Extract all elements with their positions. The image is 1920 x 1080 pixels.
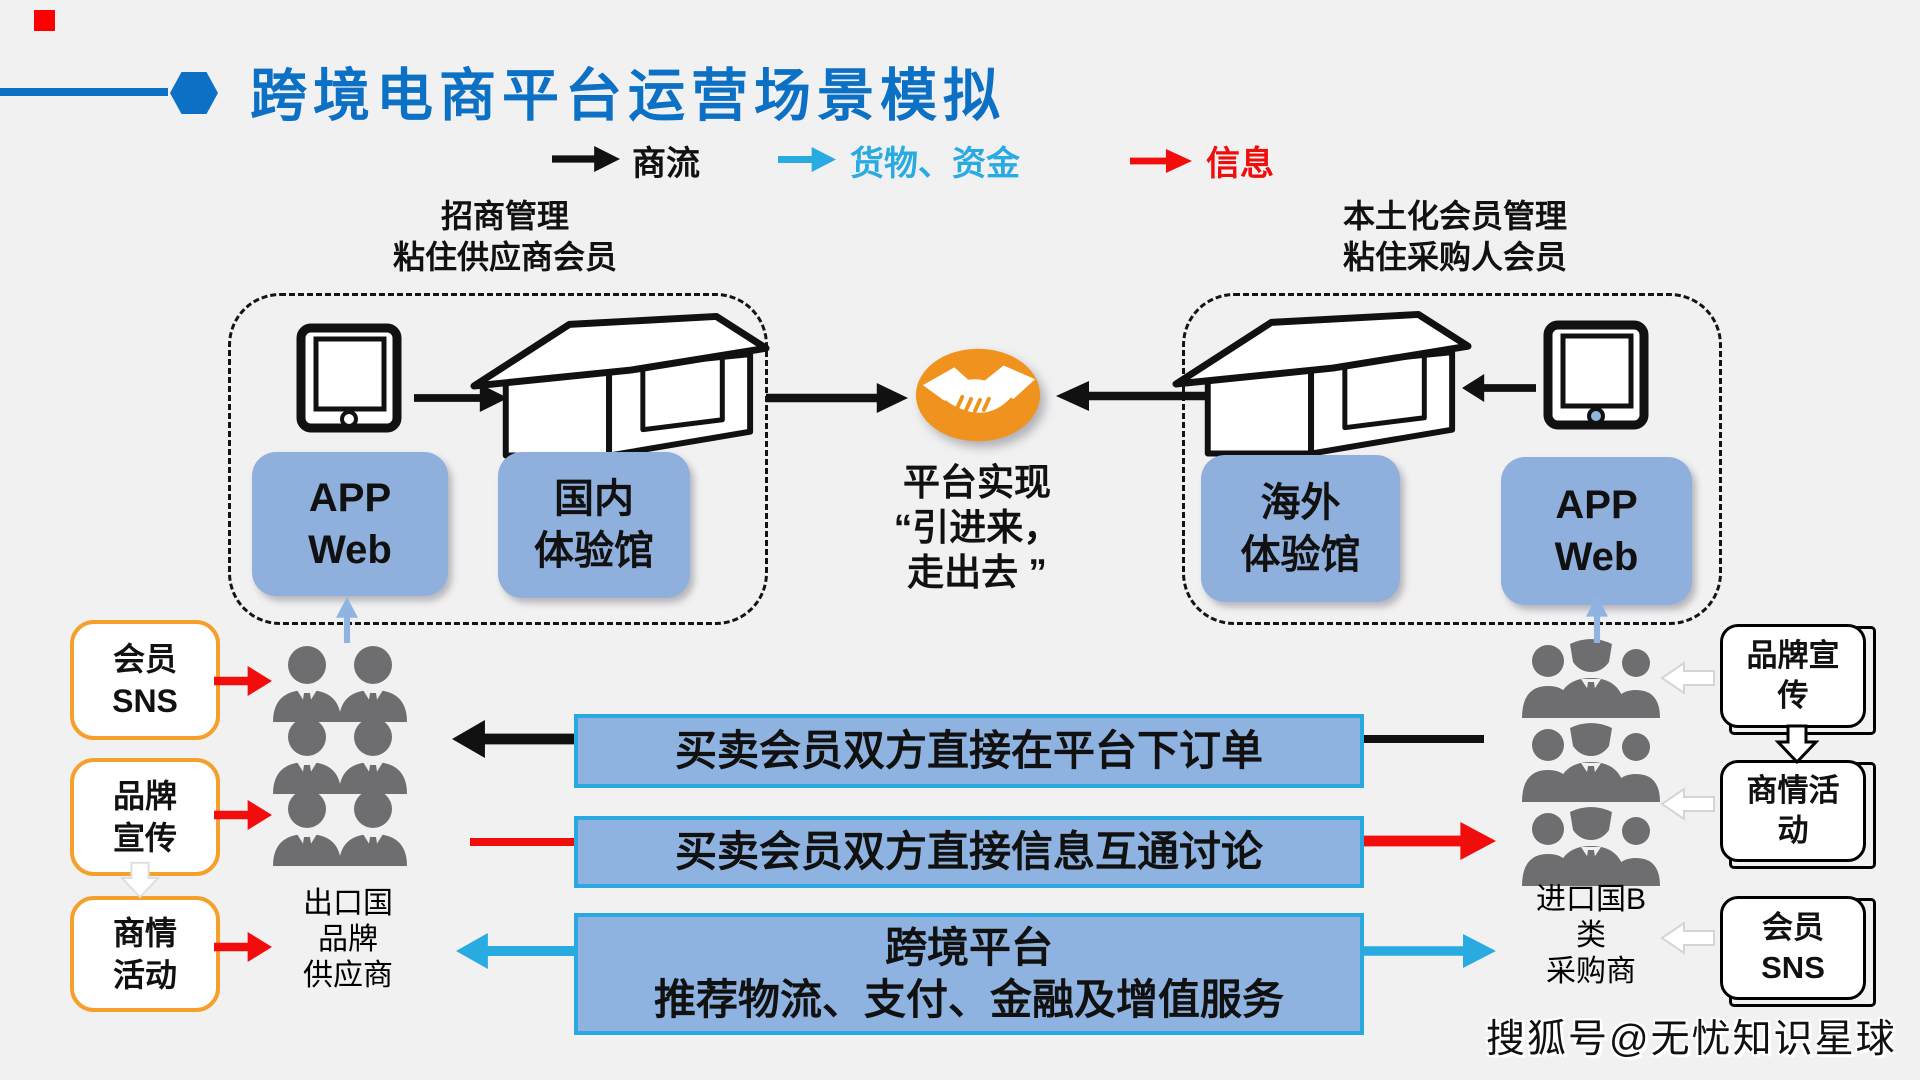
businessman-icon [339, 718, 407, 794]
brand-promo-right-line2: 传 [1777, 678, 1809, 713]
left-group-header: 招商管理 粘住供应商会员 [320, 196, 690, 278]
legend-goods-label: 货物、资金 [850, 145, 1020, 183]
businessman-icon [273, 646, 341, 722]
banner-communication: 买卖会员双方直接信息互通讨论 [574, 816, 1364, 888]
banner-communication-label: 买卖会员双方直接信息互通讨论 [674, 828, 1263, 875]
page-title: 跨境电商平台运营场景模拟 [250, 64, 1006, 128]
domestic-hall-line1: 国内 [554, 477, 634, 521]
platform-goal-line2: “引进来， [893, 507, 1061, 548]
right-group-header-line2: 粘住采购人会员 [1342, 239, 1567, 275]
brand-promo-left-line1: 品牌 [112, 778, 177, 814]
banner1-right-line [1364, 735, 1484, 743]
white-left-arrow-icon [1660, 661, 1715, 695]
left-crowd-label: 出口国 品牌 供应商 [278, 886, 418, 994]
people-group-icon [1522, 639, 1660, 718]
right-crowd-line1: 进口国B [1535, 883, 1646, 916]
businessman-icon [273, 718, 341, 794]
left-to-handshake-arrow-icon [766, 383, 908, 413]
member-sns-left-line2: SNS [112, 683, 178, 719]
title-rule-line [0, 88, 168, 96]
right-crowd-label: 进口国B 类 采购商 [1516, 882, 1666, 990]
white-down-arrow-icon [119, 861, 161, 899]
banner-orders-label: 买卖会员双方直接在平台下订单 [674, 727, 1263, 774]
white-left-arrow-icon [1660, 921, 1715, 955]
domestic-hall-box: 国内 体验馆 [498, 452, 690, 598]
legend-info-label: 信息 [1206, 145, 1274, 183]
member-sns-left-line1: 会员 [112, 641, 177, 677]
platform-goal-line3: 走出去 ” [907, 552, 1047, 593]
biz-event-left-line2: 活动 [112, 957, 177, 993]
red-arrow-icon [214, 666, 272, 696]
businessman-icon [339, 646, 407, 722]
left-group-header-line2: 粘住供应商会员 [392, 239, 617, 275]
people-group-icon [1522, 807, 1660, 886]
businessman-icon [273, 790, 341, 866]
member-sns-box-left: 会员 SNS [70, 620, 220, 740]
legend-flow-label: 商流 [632, 145, 700, 183]
tablet-icon [296, 323, 402, 433]
tablet-icon [1543, 320, 1649, 430]
legend-goods-arrow-icon [778, 147, 836, 172]
overseas-hall-box: 海外 体验馆 [1201, 455, 1400, 602]
right-crowd-line2: 类 [1576, 919, 1606, 952]
banner2-right-arrow-icon [1364, 822, 1496, 860]
left-group-dashed-box [228, 293, 768, 625]
businessman-icon [339, 790, 407, 866]
banner-platform-line1: 跨境平台 [884, 924, 1053, 971]
white-down-arrow-icon [1774, 724, 1820, 765]
banner-orders: 买卖会员双方直接在平台下订单 [574, 714, 1364, 788]
app-web-right-line2: Web [1554, 535, 1639, 579]
app-web-box-left: APP Web [252, 452, 448, 596]
brand-promo-left-line2: 宣传 [112, 820, 177, 856]
right-group-header: 本土化会员管理 粘住采购人会员 [1270, 196, 1640, 278]
left-group-header-line1: 招商管理 [440, 198, 569, 234]
corner-deco-square [34, 10, 55, 31]
biz-event-right-line2: 动 [1777, 813, 1809, 848]
white-left-arrow-icon [1660, 787, 1715, 821]
member-sns-right-line2: SNS [1761, 950, 1825, 985]
app-web-left-line2: Web [308, 528, 392, 572]
banner-platform-services: 跨境平台 推荐物流、支付、金融及增值服务 [574, 913, 1364, 1035]
app-web-left-line1: APP [308, 476, 392, 520]
hexagon-bullet-icon [170, 72, 218, 114]
right-group-dashed-box [1182, 293, 1722, 625]
legend-flow-arrow-icon [552, 146, 620, 172]
member-sns-box-right: 会员 SNS [1720, 896, 1876, 1007]
banner-platform-line2: 推荐物流、支付、金融及增值服务 [653, 976, 1284, 1023]
red-arrow-icon [214, 932, 272, 962]
brand-promo-right-line1: 品牌宣 [1746, 638, 1840, 673]
left-crowd-line2: 品牌 [318, 923, 378, 956]
right-group-header-line1: 本土化会员管理 [1342, 198, 1567, 234]
platform-goal-text: 平台实现 “引进来， 走出去 ” [862, 460, 1092, 595]
overseas-hall-line2: 体验馆 [1240, 532, 1361, 577]
brand-promo-box-right: 品牌宣 传 [1720, 624, 1876, 735]
biz-event-box-right: 商情活 动 [1720, 760, 1876, 869]
handshake-icon [915, 348, 1041, 442]
red-arrow-icon [214, 800, 272, 830]
platform-goal-line1: 平台实现 [903, 462, 1051, 503]
legend-info-arrow-icon [1130, 149, 1192, 173]
banner3-left-arrow-icon [456, 933, 574, 969]
biz-event-box-left: 商情 活动 [70, 896, 220, 1012]
app-web-right-line1: APP [1555, 483, 1638, 527]
banner1-left-arrow-icon [452, 720, 574, 758]
biz-event-left-line1: 商情 [112, 915, 177, 951]
domestic-hall-line2: 体验馆 [534, 529, 654, 573]
warehouse-icon [470, 308, 768, 460]
people-group-icon [1522, 723, 1660, 802]
right-crowd-line3: 采购商 [1546, 955, 1636, 988]
biz-event-right-line1: 商情活 [1746, 773, 1840, 808]
left-crowd-line3: 供应商 [303, 959, 393, 992]
app-web-box-right: APP Web [1501, 457, 1692, 605]
brand-promo-box-left: 品牌 宣传 [70, 758, 220, 876]
overseas-hall-line1: 海外 [1260, 480, 1341, 525]
watermark: 搜狐号@无忧知识星球 [1486, 1018, 1897, 1061]
left-crowd-line1: 出口国 [303, 887, 393, 920]
house-icon [1172, 306, 1470, 458]
banner2-left-line [470, 838, 574, 846]
member-sns-right-line1: 会员 [1762, 910, 1824, 945]
banner3-right-arrow-icon [1364, 934, 1496, 968]
